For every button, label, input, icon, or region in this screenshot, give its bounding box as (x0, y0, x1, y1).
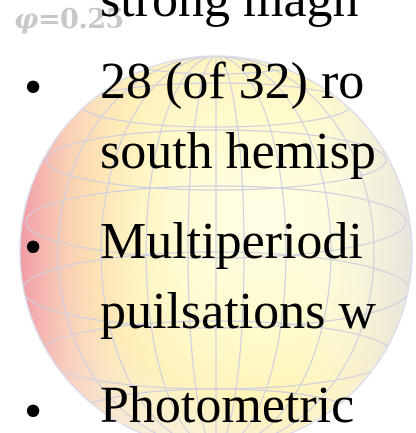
phase-value: =0.25 (37, 4, 124, 35)
bullet-line: Photometric (100, 377, 355, 433)
bullet-marker: • (24, 383, 43, 433)
bullet-line: puilsations w (100, 283, 376, 340)
bullet-marker: • (24, 219, 43, 276)
bullet-marker: • (24, 59, 43, 116)
bullet-line: south hemisp (100, 123, 376, 180)
phase-symbol: φ (14, 4, 38, 35)
bullet-line: Multiperiodi (100, 213, 363, 270)
phase-label: φ=0.25 (14, 4, 124, 35)
heading-fragment: strong magn (100, 0, 359, 26)
bullet-line: 28 (of 32) ro (100, 53, 365, 110)
